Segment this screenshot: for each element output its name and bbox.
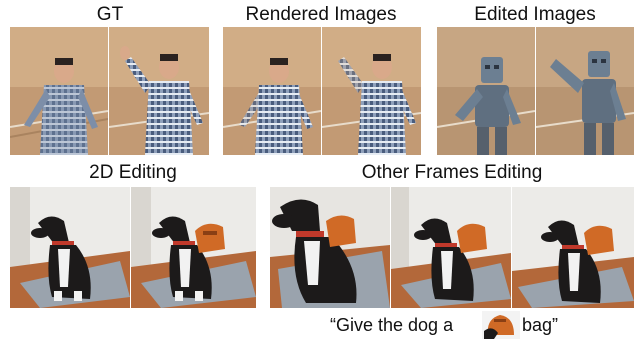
orange-backpack-image [482, 311, 520, 339]
label-2d-editing: 2D Editing [89, 162, 177, 183]
other-frame-3 [512, 187, 634, 308]
rendered-frame-1 [223, 27, 321, 155]
label-rendered-images: Rendered Images [245, 4, 397, 25]
other-frame-1 [270, 187, 390, 308]
other-frame-2 [391, 187, 511, 308]
label-other-frames-editing: Other Frames Editing [361, 162, 543, 183]
rendered-frame-2 [322, 27, 421, 155]
gt-frame-1 [10, 27, 108, 155]
2d-edit-dog-with-bag [131, 187, 256, 308]
caption-text-before: “Give the dog a [330, 315, 454, 335]
2d-edit-original-dog [10, 187, 130, 308]
edited-frame-1 [437, 27, 535, 155]
gt-frame-2 [109, 27, 209, 155]
label-edited-images: Edited Images [474, 4, 596, 25]
caption-text-after: bag” [522, 315, 559, 335]
label-gt: GT [96, 4, 124, 25]
edited-frame-2 [536, 27, 634, 155]
